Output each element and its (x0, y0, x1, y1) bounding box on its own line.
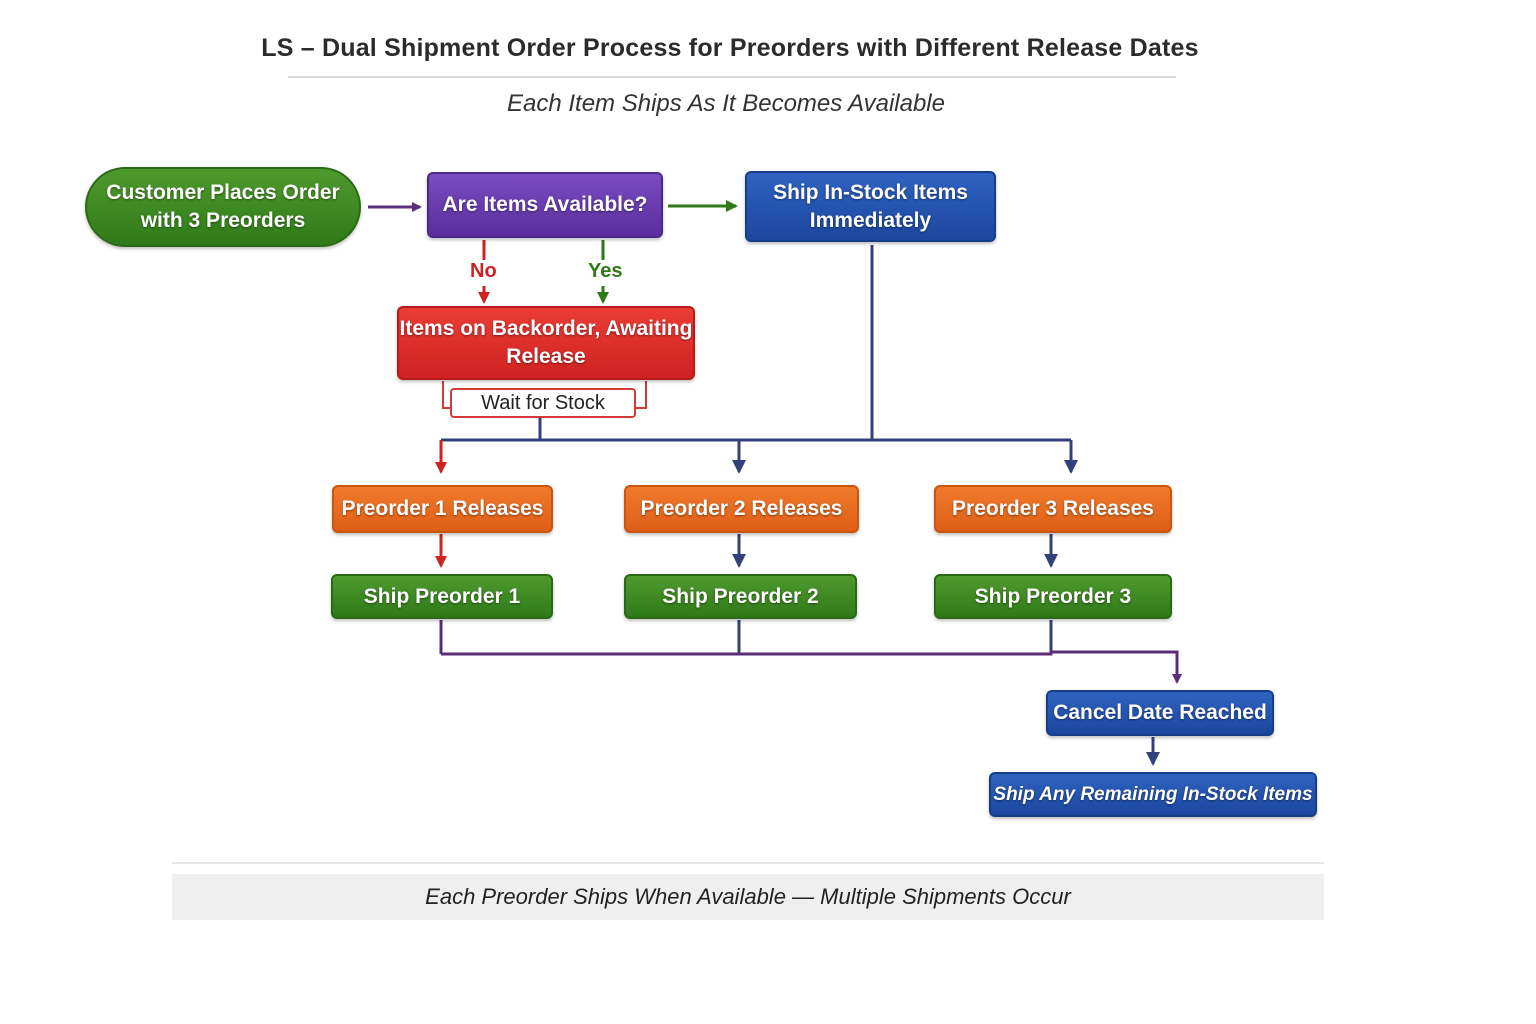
preorder-2-release-node: Preorder 2 Releases (624, 485, 859, 533)
footer-divider (172, 862, 1324, 864)
start-node: Customer Places Order with 3 Preorders (85, 167, 361, 247)
cancel-date-node: Cancel Date Reached (1046, 690, 1274, 736)
page-subtitle: Each Item Ships As It Becomes Available (507, 90, 945, 117)
ship-preorder-3-node: Ship Preorder 3 (934, 574, 1172, 619)
footer-caption: Each Preorder Ships When Available — Mul… (172, 874, 1324, 920)
ship-preorder-2-node: Ship Preorder 2 (624, 574, 857, 619)
wait-bracket-right (636, 381, 647, 409)
ship-instock-node: Ship In-Stock Items Immediately (745, 171, 996, 242)
title-divider (288, 76, 1176, 78)
ship-preorder-1-node: Ship Preorder 1 (331, 574, 553, 619)
no-label: No (470, 260, 497, 282)
connector-bottom-bus (441, 650, 1182, 684)
yes-label: Yes (588, 260, 623, 282)
backorder-node: Items on Backorder, Awaiting Release (397, 306, 695, 380)
preorder-1-release-node: Preorder 1 Releases (332, 485, 553, 533)
wait-bracket (442, 381, 450, 409)
decision-node: Are Items Available? (427, 172, 663, 238)
page-title: LS – Dual Shipment Order Process for Pre… (261, 34, 1199, 62)
preorder-3-release-node: Preorder 3 Releases (934, 485, 1172, 533)
wait-for-stock-label: Wait for Stock (450, 388, 636, 418)
ship-remaining-node: Ship Any Remaining In-Stock Items (989, 772, 1317, 817)
